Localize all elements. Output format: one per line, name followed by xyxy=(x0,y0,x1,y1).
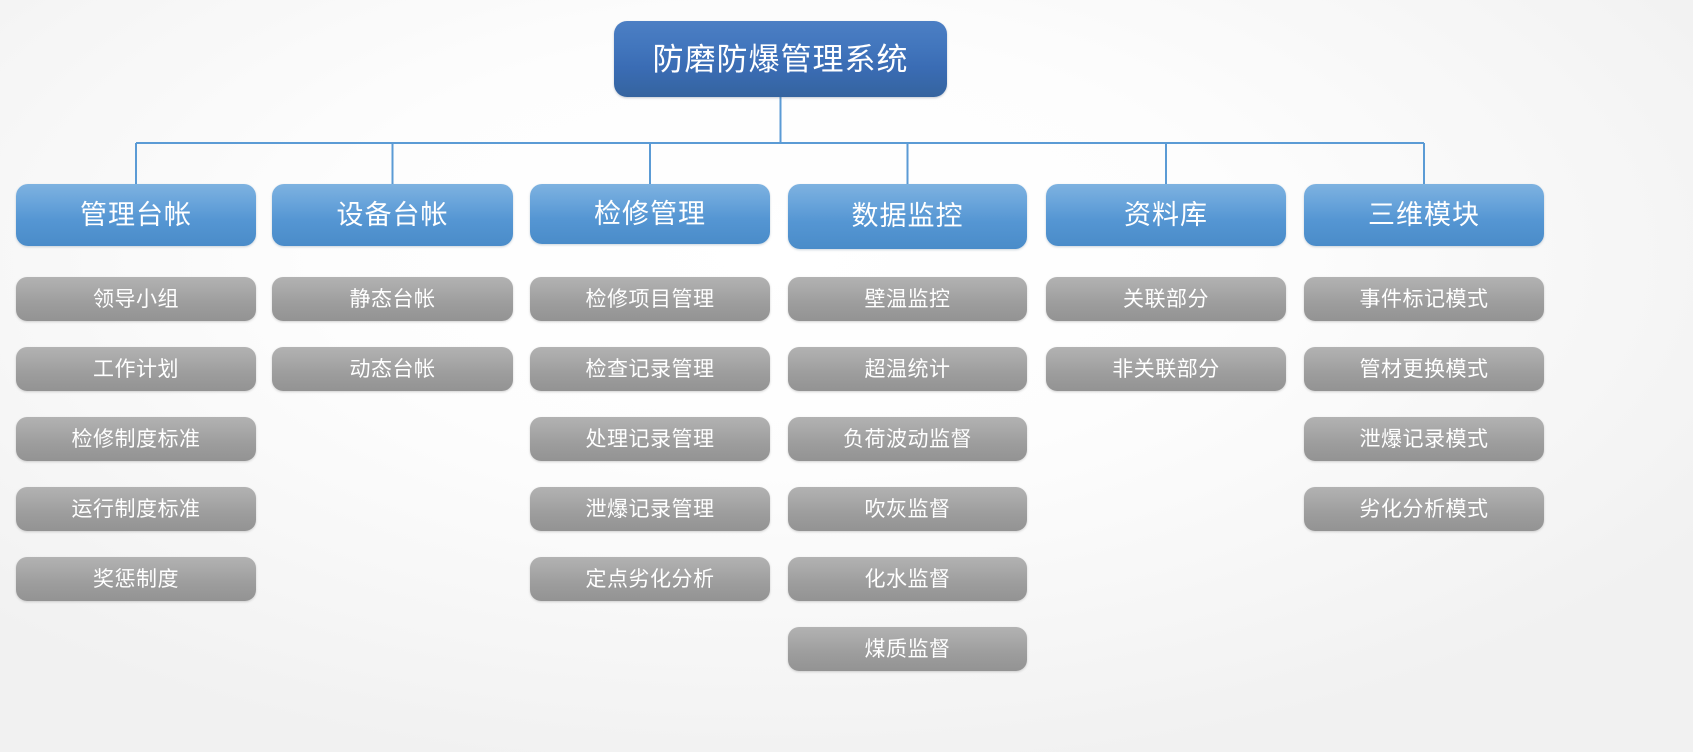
level3-node-label: 动态台帐 xyxy=(349,357,436,381)
level3-node-4-5[interactable]: 化水监督 xyxy=(788,557,1027,601)
level3-node-6-1[interactable]: 事件标记模式 xyxy=(1304,277,1544,321)
level3-node-1-5[interactable]: 奖惩制度 xyxy=(16,557,256,601)
level3-node-5-1[interactable]: 关联部分 xyxy=(1046,277,1286,321)
level3-node-label: 检修项目管理 xyxy=(585,287,715,311)
level3-node-4-3[interactable]: 负荷波动监督 xyxy=(788,417,1027,461)
level2-node-label: 管理台帐 xyxy=(80,199,192,230)
level2-node-5[interactable]: 资料库 xyxy=(1046,184,1286,246)
level3-node-1-4[interactable]: 运行制度标准 xyxy=(16,487,256,531)
root-node[interactable]: 防磨防爆管理系统 xyxy=(614,21,947,97)
level2-node-4[interactable]: 数据监控 xyxy=(788,184,1027,249)
level2-node-label: 设备台帐 xyxy=(336,199,449,230)
level3-node-6-2[interactable]: 管材更换模式 xyxy=(1304,347,1544,391)
level3-node-label: 管材更换模式 xyxy=(1359,357,1489,381)
level3-node-label: 关联部分 xyxy=(1123,287,1209,311)
level3-node-label: 泄爆记录管理 xyxy=(585,497,715,521)
level3-node-4-6[interactable]: 煤质监督 xyxy=(788,627,1027,671)
level3-node-label: 定点劣化分析 xyxy=(585,567,715,591)
level3-node-label: 负荷波动监督 xyxy=(843,427,972,451)
level3-node-label: 事件标记模式 xyxy=(1359,287,1489,311)
level3-node-5-2[interactable]: 非关联部分 xyxy=(1046,347,1286,391)
level3-node-label: 壁温监控 xyxy=(864,287,951,311)
level3-node-6-4[interactable]: 劣化分析模式 xyxy=(1304,487,1544,531)
level3-node-label: 非关联部分 xyxy=(1112,357,1220,381)
level3-node-label: 劣化分析模式 xyxy=(1359,497,1489,521)
level3-node-4-4[interactable]: 吹灰监督 xyxy=(788,487,1027,531)
level3-node-3-1[interactable]: 检修项目管理 xyxy=(530,277,770,321)
root-node-label: 防磨防爆管理系统 xyxy=(652,41,909,77)
level2-node-label: 三维模块 xyxy=(1368,199,1480,230)
level3-node-3-2[interactable]: 检查记录管理 xyxy=(530,347,770,391)
level3-node-label: 超温统计 xyxy=(864,357,951,381)
level3-node-3-3[interactable]: 处理记录管理 xyxy=(530,417,770,461)
level2-node-6[interactable]: 三维模块 xyxy=(1304,184,1544,246)
level2-node-2[interactable]: 设备台帐 xyxy=(272,184,513,246)
level3-node-2-1[interactable]: 静态台帐 xyxy=(272,277,513,321)
level3-node-label: 吹灰监督 xyxy=(864,497,951,521)
level3-node-3-5[interactable]: 定点劣化分析 xyxy=(530,557,770,601)
level2-node-label: 检修管理 xyxy=(594,198,706,229)
level3-node-label: 煤质监督 xyxy=(864,637,951,661)
level2-node-label: 数据监控 xyxy=(851,201,964,231)
level3-node-6-3[interactable]: 泄爆记录模式 xyxy=(1304,417,1544,461)
level3-node-label: 泄爆记录模式 xyxy=(1359,427,1489,451)
level2-node-1[interactable]: 管理台帐 xyxy=(16,184,256,246)
level3-node-label: 检查记录管理 xyxy=(585,357,715,381)
level3-node-1-1[interactable]: 领导小组 xyxy=(16,277,256,321)
level3-node-label: 化水监督 xyxy=(864,567,951,591)
level3-node-2-2[interactable]: 动态台帐 xyxy=(272,347,513,391)
level3-node-label: 静态台帐 xyxy=(349,287,436,311)
level3-node-1-2[interactable]: 工作计划 xyxy=(16,347,256,391)
level3-node-label: 领导小组 xyxy=(93,287,179,311)
level3-node-4-1[interactable]: 壁温监控 xyxy=(788,277,1027,321)
level3-node-1-3[interactable]: 检修制度标准 xyxy=(16,417,256,461)
level3-node-3-4[interactable]: 泄爆记录管理 xyxy=(530,487,770,531)
level3-node-4-2[interactable]: 超温统计 xyxy=(788,347,1027,391)
level2-node-label: 资料库 xyxy=(1124,199,1208,230)
level2-node-3[interactable]: 检修管理 xyxy=(530,184,770,244)
level3-node-label: 运行制度标准 xyxy=(71,497,201,521)
level3-node-label: 检修制度标准 xyxy=(71,427,201,451)
level3-node-label: 工作计划 xyxy=(93,357,179,381)
level3-node-label: 奖惩制度 xyxy=(93,567,179,591)
level3-node-label: 处理记录管理 xyxy=(585,427,715,451)
